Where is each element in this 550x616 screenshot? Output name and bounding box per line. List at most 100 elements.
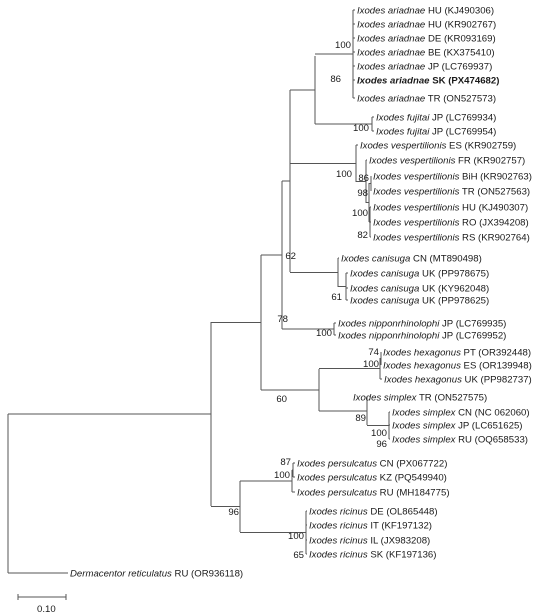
bootstrap-value: 86 xyxy=(358,173,369,184)
tip-label: Ixodes nipponrhinolophi JP (LC769952) xyxy=(338,331,506,342)
tree-branches xyxy=(7,9,390,574)
tip-species-name: Ixodes simplex xyxy=(392,408,457,419)
tip-accession: HU (KR902767) xyxy=(425,20,496,31)
tip-label: Ixodes vespertilionis HU (KJ490307) xyxy=(373,203,528,214)
bootstrap-value: 78 xyxy=(277,314,288,325)
tip-species-name: Ixodes nipponrhinolophi xyxy=(338,331,440,342)
tip-label: Ixodes persulcatus CN (PX067722) xyxy=(297,459,447,470)
tip-accession: JP (LC651625) xyxy=(455,421,522,432)
tip-species-name: Ixodes vespertilionis xyxy=(373,233,460,244)
tip-accession: CN (MT890498) xyxy=(410,254,481,265)
tip-species-name: Ixodes canisuga xyxy=(350,296,419,307)
tip-accession: RU (OQ658533) xyxy=(455,435,528,446)
tip-label: Ixodes hexagonus UK (PP982737) xyxy=(384,375,532,386)
tip-species-name: Ixodes ariadnae xyxy=(357,76,430,87)
tip-label: Ixodes hexagonus PT (OR392448) xyxy=(383,348,531,359)
tip-species-name: Ixodes hexagonus xyxy=(384,375,462,386)
bootstrap-value: 96 xyxy=(228,507,239,518)
tip-species-name: Ixodes ariadnae xyxy=(357,48,425,59)
tip-label: Ixodes vespertilionis TR (ON527563) xyxy=(373,187,530,198)
tip-accession: JP (LC769954) xyxy=(429,127,496,138)
tip-label: Ixodes ricinus IT (KF197132) xyxy=(309,521,432,532)
tip-species-name: Ixodes hexagonus xyxy=(383,348,461,359)
tip-label: Ixodes canisuga UK (PP978625) xyxy=(350,296,489,307)
tip-species-name: Ixodes persulcatus xyxy=(297,488,377,499)
tip-accession: RO (JX394208) xyxy=(459,218,528,229)
tip-accession: JP (LC769935) xyxy=(439,319,506,330)
bootstrap-value: 87 xyxy=(280,457,291,468)
tip-accession: UK (PP982737) xyxy=(462,375,532,386)
tip-accession: TR (ON527573) xyxy=(425,94,496,105)
bootstrap-value: 62 xyxy=(285,251,296,262)
tip-species-name: Ixodes simplex xyxy=(392,435,457,446)
tip-label: Ixodes vespertilionis ES (KR902759) xyxy=(360,141,516,152)
tip-species-name: Ixodes ariadnae xyxy=(357,20,425,31)
tip-label: Ixodes simplex TR (ON527575) xyxy=(353,393,487,404)
tip-species-name: Ixodes simplex xyxy=(353,393,418,404)
tip-label: Ixodes canisuga UK (PP978675) xyxy=(350,269,489,280)
tip-label: Ixodes fujitai JP (LC769954) xyxy=(376,127,496,138)
tip-accession: SK (KF197136) xyxy=(368,550,437,561)
tip-accession: ES (OR139948) xyxy=(461,361,532,372)
tip-species-name: Ixodes nipponrhinolophi xyxy=(338,319,440,330)
tip-species-name: Ixodes ricinus xyxy=(309,536,368,547)
tip-species-name: Ixodes ricinus xyxy=(309,507,368,518)
tip-label: Ixodes ariadnae DE (KR093169) xyxy=(357,34,496,45)
bootstrap-values: 1008610086100981008262617810074100608910… xyxy=(228,40,387,561)
tip-accession: DE (OL865448) xyxy=(368,507,438,518)
tip-species-name: Ixodes canisuga xyxy=(350,269,419,280)
tip-species-name: Ixodes vespertilionis xyxy=(373,218,460,229)
bootstrap-value: 65 xyxy=(293,550,304,561)
tip-accession: UK (PP978625) xyxy=(419,296,489,307)
tip-species-name: Ixodes fujitai xyxy=(376,113,430,124)
tip-species-name: Ixodes vespertilionis xyxy=(373,187,460,198)
bootstrap-value: 98 xyxy=(357,188,368,199)
bootstrap-value: 60 xyxy=(276,394,287,405)
tip-accession: IL (JX983208) xyxy=(368,536,431,547)
bootstrap-value: 100 xyxy=(316,328,332,339)
tip-label: Ixodes simplex RU (OQ658533) xyxy=(392,435,528,446)
tip-label: Ixodes canisuga CN (MT890498) xyxy=(341,254,482,265)
bootstrap-value: 86 xyxy=(330,74,341,85)
tip-species-name: Ixodes ariadnae xyxy=(357,62,425,73)
tip-accession: RU (OR936118) xyxy=(172,569,243,580)
tip-label: Ixodes ariadnae JP (LC769937) xyxy=(357,62,492,73)
tip-accession: PT (OR392448) xyxy=(461,348,531,359)
bootstrap-value: 100 xyxy=(352,208,368,219)
tip-label: Ixodes persulcatus KZ (PQ549940) xyxy=(297,473,447,484)
tip-accession: JP (LC769952) xyxy=(439,331,506,342)
tip-species-name: Ixodes hexagonus xyxy=(383,361,461,372)
tip-accession: DE (KR093169) xyxy=(425,34,495,45)
tip-label: Ixodes ricinus DE (OL865448) xyxy=(309,507,438,518)
bootstrap-value: 100 xyxy=(335,40,351,51)
bootstrap-value: 100 xyxy=(353,123,369,134)
tip-species-name: Ixodes canisuga xyxy=(350,284,419,295)
tip-accession: UK (KY962048) xyxy=(419,284,489,295)
tip-species-name: Ixodes persulcatus xyxy=(297,473,377,484)
tip-label: Ixodes hexagonus ES (OR139948) xyxy=(383,361,532,372)
bootstrap-value: 100 xyxy=(363,359,379,370)
tip-species-name: Ixodes ariadnae xyxy=(357,34,425,45)
bootstrap-value: 100 xyxy=(288,531,304,542)
scale-bar-label: 0.10 xyxy=(37,604,56,615)
tip-label: Ixodes vespertilionis RS (KR902764) xyxy=(373,233,530,244)
tip-label: Ixodes ariadnae HU (KR902767) xyxy=(357,20,496,31)
bootstrap-value: 82 xyxy=(357,230,368,241)
tip-accession: TR (ON527575) xyxy=(416,393,487,404)
tip-label: Ixodes ariadnae HU (KJ490306) xyxy=(357,6,494,17)
scale-bar: 0.10 xyxy=(17,594,67,615)
bootstrap-value: 100 xyxy=(371,428,387,439)
tip-species-name: Ixodes vespertilionis xyxy=(369,156,456,167)
bootstrap-value: 96 xyxy=(376,439,387,450)
tip-label: Ixodes vespertilionis BiH (KR902763) xyxy=(373,172,532,183)
bootstrap-value: 89 xyxy=(355,413,366,424)
tip-species-name: Ixodes fujitai xyxy=(376,127,430,138)
tip-accession: IT (KF197132) xyxy=(368,521,432,532)
tip-species-name: Ixodes canisuga xyxy=(341,254,410,265)
tip-label: Ixodes ariadnae BE (KX375410) xyxy=(357,48,495,59)
tip-labels: Ixodes ariadnae HU (KJ490306)Ixodes aria… xyxy=(70,6,532,580)
tip-species-name: Ixodes ariadnae xyxy=(357,94,425,105)
tip-accession: HU (KJ490306) xyxy=(425,6,494,17)
tip-label: Ixodes simplex CN (NC 062060) xyxy=(392,408,530,419)
